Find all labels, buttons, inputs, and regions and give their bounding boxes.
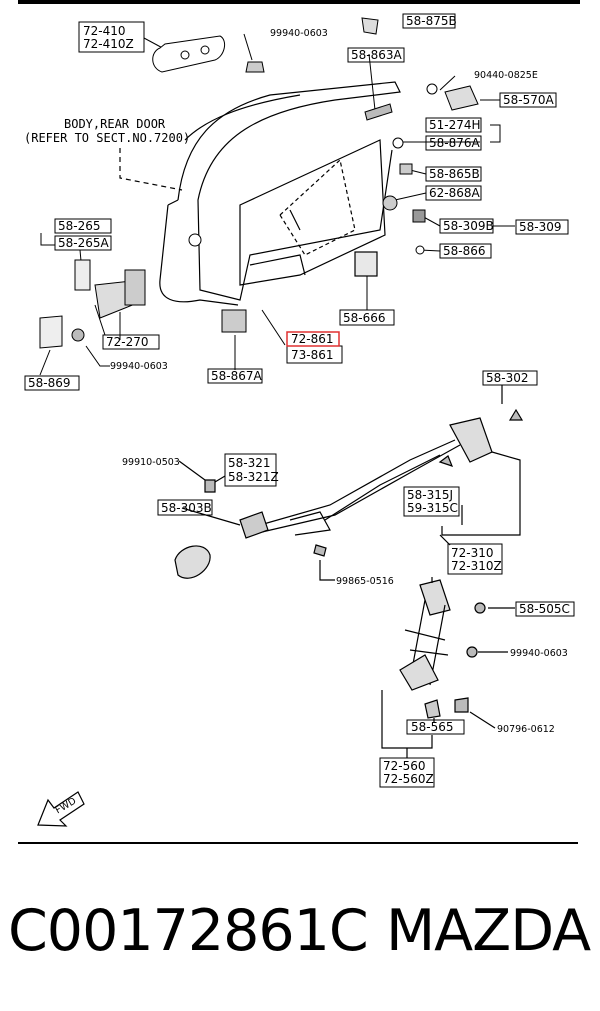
label-72-270: 72-270 — [106, 335, 149, 349]
label-58-505c: 58-505C — [519, 602, 570, 616]
label-58-866: 58-866 — [443, 244, 486, 258]
label-73-861: 73-861 — [291, 348, 334, 362]
label-58-265: 58-265 — [58, 219, 101, 233]
label-boxes — [24, 13, 575, 788]
label-90440-0825e: 90440-0825E — [474, 70, 538, 81]
label-99940-0603-top: 99940-0603 — [270, 28, 328, 39]
label-72-560: 72-560 — [383, 759, 426, 773]
label-58-309: 58-309 — [519, 220, 562, 234]
exploded-parts-diagram: FWD BODY,REAR DOOR (REFER TO SECT.NO.720… — [24, 13, 575, 827]
label-58-303b: 58-303B — [161, 501, 212, 515]
label-58-865b: 58-865B — [429, 167, 480, 181]
label-99940-0603-hinge: 99940-0603 — [110, 361, 168, 372]
bottom-rule — [18, 842, 578, 844]
top-rule — [18, 0, 580, 4]
label-58-565: 58-565 — [411, 720, 454, 734]
leader-lines-upper — [39, 33, 515, 376]
label-99865-0516: 99865-0516 — [336, 576, 394, 587]
label-72-310z: 72-310Z — [451, 559, 502, 573]
label-58-321z: 58-321Z — [228, 470, 279, 484]
label-99940-0603-regulator: 99940-0603 — [510, 648, 568, 659]
label-58-875b: 58-875B — [406, 14, 457, 28]
highlight-box — [286, 331, 340, 347]
label-58-265a: 58-265A — [58, 236, 110, 250]
label-58-315j: 58-315J — [407, 488, 453, 502]
label-72-410: 72-410 — [83, 24, 126, 38]
label-58-869: 58-869 — [28, 376, 71, 390]
label-58-867a: 58-867A — [211, 369, 263, 383]
label-58-876a: 58-876A — [429, 136, 481, 150]
label-58-863a: 58-863A — [351, 48, 403, 62]
label-58-309b: 58-309B — [443, 219, 494, 233]
label-59-315c: 59-315C — [407, 501, 458, 515]
label-72-560z: 72-560Z — [383, 772, 434, 786]
label-58-302: 58-302 — [486, 371, 529, 385]
label-99910-0503: 99910-0503 — [122, 457, 180, 468]
fwd-arrow: FWD — [37, 791, 85, 827]
label-72-410z: 72-410Z — [83, 37, 134, 51]
label-58-321: 58-321 — [228, 456, 271, 470]
lower-assembly — [174, 385, 524, 758]
label-58-666: 58-666 — [343, 311, 386, 325]
label-58-570a: 58-570A — [503, 93, 555, 107]
hardware-upper — [39, 17, 479, 349]
note-line-1: BODY,REAR DOOR — [64, 117, 166, 131]
label-72-861-highlighted: 72-861 — [291, 332, 334, 346]
label-72-310: 72-310 — [451, 546, 494, 560]
caption: C00172861C MAZDA — [0, 860, 600, 1000]
brand-name: MAZDA — [386, 898, 591, 964]
label-51-274h: 51-274H — [429, 118, 481, 132]
door-drawing — [119, 81, 401, 306]
label-62-868a: 62-868A — [429, 186, 481, 200]
label-90796-0612: 90796-0612 — [497, 724, 555, 735]
note-line-2: (REFER TO SECT.NO.7200) — [24, 131, 190, 145]
part-number: C00172861C — [8, 898, 369, 964]
